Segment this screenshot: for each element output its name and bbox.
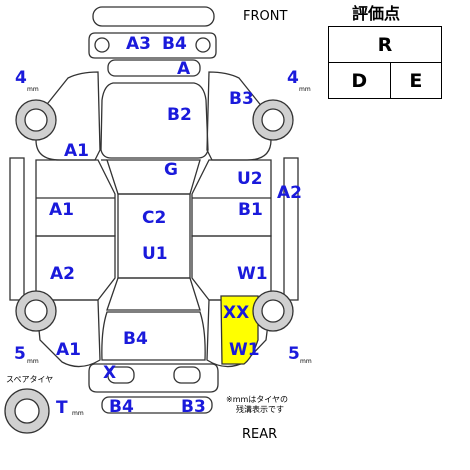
- mark-right-front-door-u2: U2: [237, 169, 263, 189]
- mark-rear-bumper-b4: B4: [109, 397, 134, 417]
- tire-depth-front-right: 4: [287, 68, 299, 88]
- mark-hood-b2: B2: [167, 105, 192, 125]
- grade-table: R D E: [328, 26, 443, 99]
- front-label: FRONT: [243, 9, 288, 24]
- tire-note-line2: 残溝表示です: [236, 405, 284, 414]
- mark-roof-c2: C2: [142, 208, 167, 228]
- tire-unit-front-left: mm: [27, 86, 39, 93]
- spare-tire-label: スペアタイヤ: [6, 375, 54, 384]
- mark-left-fender-a1: A1: [64, 141, 89, 161]
- mark-right-rear-door-w1: W1: [237, 264, 268, 284]
- tire-unit-rear-left: mm: [27, 358, 39, 365]
- interior-grade: D: [328, 62, 391, 99]
- tire-unit-spare: mm: [72, 410, 84, 417]
- mark-roof-u1: U1: [142, 244, 168, 264]
- mark-right-fender-a2: A2: [277, 183, 302, 203]
- tire-unit-rear-right: mm: [300, 358, 312, 365]
- tire-note-line1: ※mmはタイヤの: [226, 395, 289, 404]
- mark-right-front-door-b1: B1: [238, 200, 263, 220]
- mark-right-quarter-xx: XX: [223, 303, 250, 323]
- tire-depth-spare: T: [56, 398, 68, 418]
- tire-depth-rear-left: 5: [14, 344, 26, 364]
- overall-grade: R: [328, 26, 442, 63]
- tire-depth-front-left: 4: [15, 68, 27, 88]
- mark-left-quarter-a1: A1: [56, 340, 81, 360]
- mark-left-rear-door-a2: A2: [50, 264, 75, 284]
- mark-windshield-g: G: [164, 160, 178, 180]
- tire-depth-rear-right: 5: [288, 344, 300, 364]
- mark-rear-bumper-x: X: [103, 363, 117, 383]
- mark-trunk-b4: B4: [123, 329, 148, 349]
- mark-left-front-door-a1: A1: [49, 200, 74, 220]
- mark-rear-bumper-b3: B3: [181, 397, 206, 417]
- tire-unit-front-right: mm: [299, 86, 311, 93]
- rear-label: REAR: [242, 427, 278, 442]
- mark-right-quarter-w1: W1: [229, 340, 260, 360]
- mark-front-glass-a3: A3: [126, 34, 151, 54]
- mark-front-glass-b4: B4: [162, 34, 187, 54]
- highlight-rear-right-quarter: [220, 295, 259, 365]
- exterior-grade: E: [389, 62, 443, 99]
- grade-title: 評価点: [352, 4, 401, 23]
- mark-hood-b3: B3: [229, 89, 254, 109]
- mark-front-bumper-a: A: [177, 59, 191, 79]
